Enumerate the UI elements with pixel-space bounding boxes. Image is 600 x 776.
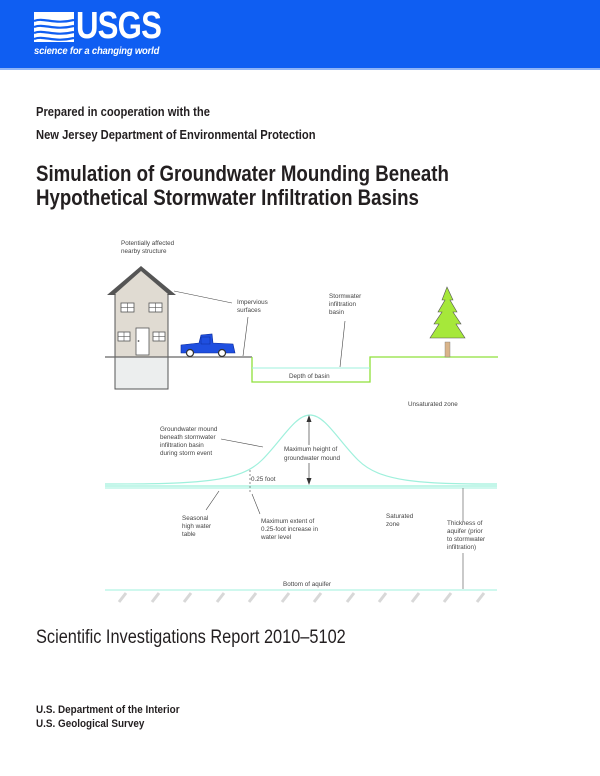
groundwater-mound-curve (104, 414, 498, 485)
house-icon (107, 266, 176, 390)
infiltration-basin (251, 356, 498, 383)
agency-line-2: U.S. Geological Survey (36, 718, 145, 730)
svg-text:to stormwater: to stormwater (447, 536, 485, 543)
label-quarter-foot: 0.25 foot (251, 476, 276, 483)
svg-text:nearby structure: nearby structure (121, 248, 167, 255)
label-depth: Depth of basin (289, 373, 330, 380)
label-unsaturated: Unsaturated zone (408, 401, 458, 408)
groundwater-mound-diagram: Potentially affected nearby structure Im… (104, 240, 498, 603)
label-impervious: Impervious (237, 299, 268, 306)
usgs-tagline: science for a changing world (34, 45, 160, 57)
label-thickness: Thickness of (447, 520, 483, 527)
label-bottom: Bottom of aquifer (283, 581, 331, 588)
cooperation-line-1: Prepared in cooperation with the (36, 104, 210, 119)
svg-text:0.25-foot increase in: 0.25-foot increase in (261, 526, 319, 533)
svg-text:infiltration: infiltration (329, 301, 356, 308)
title-line-1: Simulation of Groundwater Mounding Benea… (36, 161, 449, 186)
svg-text:beneath stormwater: beneath stormwater (160, 434, 216, 441)
svg-text:aquifer (prior: aquifer (prior (447, 528, 483, 535)
bedrock-hatching (117, 592, 486, 603)
svg-text:basin: basin (329, 309, 345, 316)
tree-icon (429, 286, 466, 358)
banner-divider (0, 68, 600, 70)
report-title: Simulation of Groundwater Mounding Benea… (36, 162, 449, 210)
label-extent: Maximum extent of (261, 518, 314, 525)
label-structure: Potentially affected (121, 240, 175, 247)
svg-text:water level: water level (260, 534, 291, 541)
svg-text:zone: zone (386, 521, 400, 528)
svg-text:table: table (182, 531, 196, 538)
usgs-waves-icon (34, 12, 74, 42)
label-saturated: Saturated (386, 513, 414, 520)
svg-text:infiltration basin: infiltration basin (160, 442, 204, 449)
svg-text:surfaces: surfaces (237, 307, 261, 314)
svg-text:groundwater mound: groundwater mound (284, 455, 341, 462)
label-mound: Groundwater mound (160, 426, 218, 433)
cooperation-line-2: New Jersey Department of Environmental P… (36, 127, 316, 142)
svg-text:high water: high water (182, 523, 211, 530)
usgs-logo: USGS science for a changing world (34, 5, 164, 57)
title-line-2: Hypothetical Stormwater Infiltration Bas… (36, 185, 419, 210)
svg-text:infiltration): infiltration) (447, 544, 476, 551)
label-basin: Stormwater (329, 293, 361, 300)
label-seasonal: Seasonal (182, 515, 208, 522)
report-series: Scientific Investigations Report 2010–51… (36, 627, 346, 648)
svg-text:during storm event: during storm event (160, 450, 212, 457)
usgs-wordmark: USGS (76, 5, 162, 47)
pickup-truck-icon (180, 333, 236, 358)
usgs-banner (0, 0, 600, 68)
agency-line-1: U.S. Department of the Interior (36, 704, 180, 716)
label-max-height: Maximum height of (284, 446, 337, 453)
